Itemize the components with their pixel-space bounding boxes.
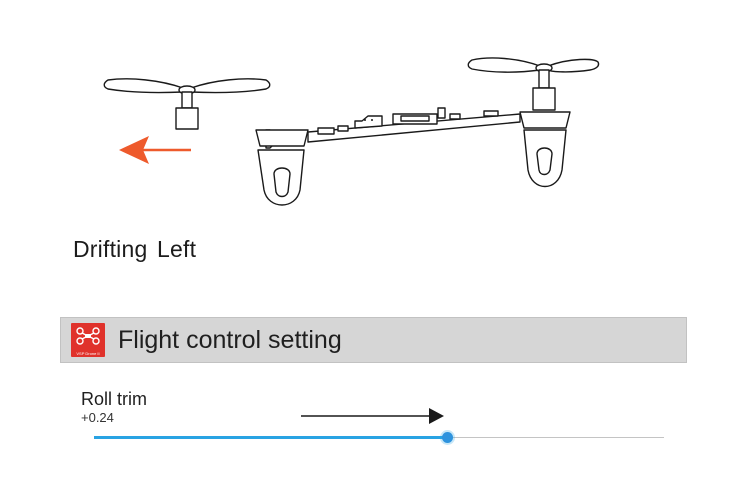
roll-trim-value: +0.24 <box>81 410 114 425</box>
roll-trim-label: Roll trim <box>81 389 147 409</box>
drift-left-arrow-icon <box>119 136 191 164</box>
drone-app-icon: VSP Drone II <box>71 323 105 357</box>
app-icon-caption: VSP Drone II <box>76 351 100 356</box>
roll-trim-slider[interactable] <box>94 428 664 448</box>
drift-status-label: Drifting Left <box>73 236 197 262</box>
trim-direction-arrow-icon <box>301 408 444 424</box>
slider-thumb[interactable] <box>442 432 454 443</box>
drone-illustration <box>103 57 600 206</box>
slider-fill <box>94 436 448 439</box>
panel-title: Flight control setting <box>118 325 342 354</box>
flight-control-header: VSP Drone II Flight control setting <box>60 317 687 363</box>
